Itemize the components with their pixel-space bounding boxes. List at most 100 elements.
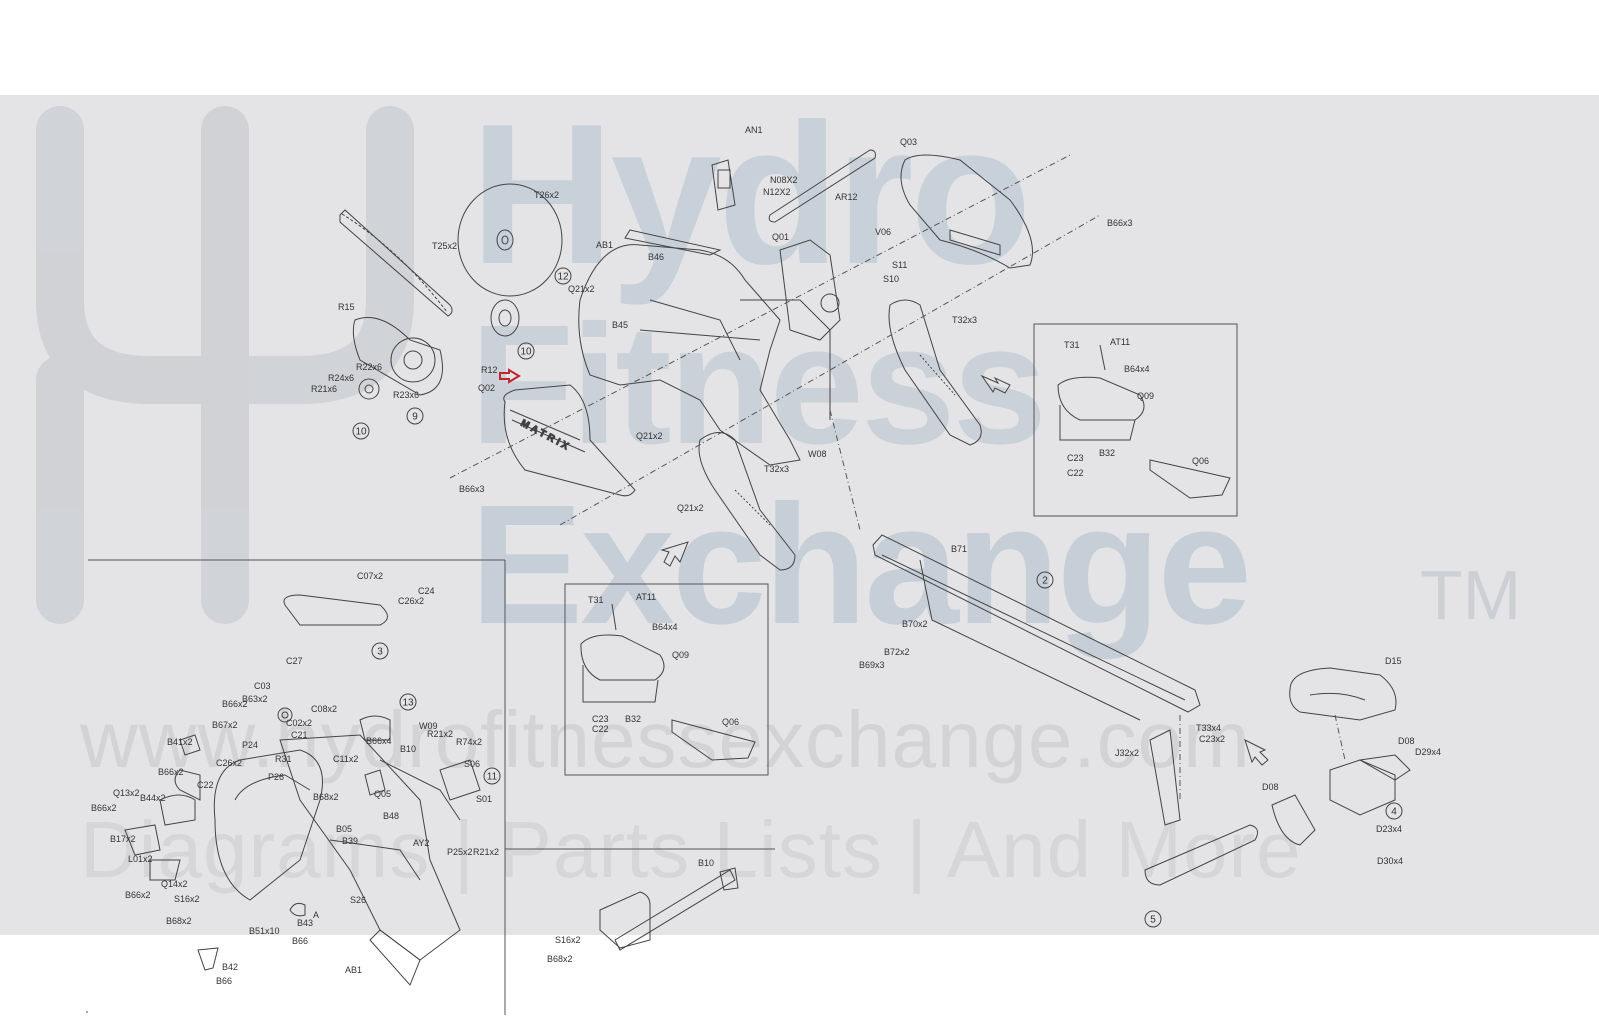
circled-callout-ring-8 [1385, 802, 1403, 820]
callout-frame-6: B66x2 [222, 699, 248, 709]
callout-top-assembly-12: Q21x2 [568, 284, 595, 294]
circled-callout-5: 3 [377, 647, 383, 658]
callout-frame-22: B66x2 [158, 767, 184, 777]
callout-top-assembly-20: R23x6 [393, 390, 419, 400]
side-cover-part [503, 384, 636, 497]
callout-frame-2: C26x2 [398, 596, 424, 606]
circled-callout-ring-0 [554, 267, 572, 285]
inset-right-footplate-part [1057, 344, 1231, 499]
callout-frame-35: B17x2 [110, 834, 136, 844]
callout-frame-40: B66x2 [125, 890, 151, 900]
tank-cover-part [900, 154, 1033, 269]
console-monitor-part [711, 159, 736, 211]
callout-frame-48: B42 [222, 962, 238, 972]
callout-inset-right-6: C22 [1067, 468, 1084, 478]
callout-lower-detail-0: B10 [698, 858, 714, 868]
callout-frame-25: Q05 [374, 789, 391, 799]
callout-top-assembly-7: Q01 [772, 232, 789, 242]
callout-frame-28: B66x2 [91, 803, 117, 813]
callout-frame-12: R31 [275, 754, 292, 764]
callout-frame-37: Q14x2 [161, 879, 188, 889]
watermark-trademark: TM [1420, 556, 1522, 634]
callout-frame-41: S16x2 [174, 894, 200, 904]
callout-frame-10: C21 [291, 730, 308, 740]
callout-frame-44: B51x10 [249, 926, 280, 936]
inset-box-center [564, 583, 769, 776]
callout-top-assembly-18: R24x6 [328, 373, 354, 383]
callout-frame-3: C27 [286, 656, 303, 666]
callout-frame-7: B67x2 [212, 720, 238, 730]
callout-inset-center-5: B32 [625, 714, 641, 724]
callout-frame-46: B66 [292, 936, 308, 946]
seat-carriage-part [1271, 754, 1411, 846]
circled-callout-7: 11 [487, 772, 498, 783]
callout-top-assembly-26: T32x3 [764, 464, 789, 474]
flywheel-disc-part [457, 183, 563, 297]
circled-callout-9: 5 [1150, 915, 1156, 926]
seat-part [1289, 667, 1397, 721]
callout-inset-right-5: B32 [1099, 448, 1115, 458]
watermark-logo-icon [36, 106, 414, 624]
callout-frame-13: P26 [268, 772, 284, 782]
callout-rail-12: D30x4 [1377, 856, 1403, 866]
callout-frame-5: B63x2 [242, 694, 268, 704]
callout-frame-20: S06 [464, 759, 480, 769]
callout-frame-18: R21x2 [427, 729, 453, 739]
circled-callout-3: 9 [412, 412, 418, 423]
callout-top-assembly-2: N12X2 [763, 187, 791, 197]
callout-frame-17: B10 [400, 744, 416, 754]
inset-center-footplate-part [580, 603, 756, 761]
callout-inset-center-1: AT11 [636, 592, 656, 602]
callout-frame-4: C03 [254, 681, 271, 691]
circled-callout-ring-5 [371, 642, 389, 660]
callout-top-assembly-5: B66x3 [1107, 218, 1133, 228]
callout-frame-42: B68x2 [166, 916, 192, 926]
callout-top-assembly-22: Q02 [478, 383, 495, 393]
callout-frame-15: C26x2 [216, 758, 242, 768]
callout-top-assembly-13: B45 [612, 320, 628, 330]
callout-frame-38: B39 [342, 836, 358, 846]
callout-top-assembly-9: S11 [892, 260, 907, 270]
callout-lower-detail-2: B68x2 [547, 954, 573, 964]
callout-frame-43: S26 [350, 895, 366, 905]
callout-top-assembly-14: T26x2 [534, 190, 559, 200]
callout-frame-30: S01 [476, 794, 492, 804]
callout-frame-16: B66x4 [366, 736, 392, 746]
callout-inset-right-3: Q09 [1137, 391, 1154, 401]
callout-frame-45: B43 [297, 918, 313, 928]
watermark-url: www.hydrofitnessexchange.com [80, 695, 1251, 784]
main-frame-part [578, 229, 841, 466]
callout-frame-50: AB1 [345, 965, 362, 975]
handle-bar-part [768, 149, 876, 223]
circled-callout-ring-9 [1144, 910, 1162, 928]
callout-top-assembly-19: R21x6 [311, 384, 337, 394]
callout-top-assembly-10: S10 [883, 274, 899, 284]
callout-top-assembly-0: AN1 [745, 125, 763, 135]
callout-frame-32: AY2 [413, 838, 429, 848]
callout-frame-23: C22 [197, 780, 214, 790]
lower-detail-bracket-part [599, 867, 739, 951]
callout-frame-49: B66 [216, 976, 232, 986]
inset-box-right [1033, 323, 1238, 517]
callout-top-assembly-25: T32x3 [952, 315, 977, 325]
lower-frame-assembly-part [124, 594, 481, 986]
circled-callout-ring-4 [1036, 571, 1054, 589]
callout-inset-center-0: T31 [588, 595, 604, 605]
chain-part [339, 209, 453, 317]
callout-inset-right-2: B64x4 [1124, 364, 1150, 374]
callout-top-assembly-23: Q21x2 [636, 431, 663, 441]
frame-section-border [86, 559, 775, 1015]
circled-callout-ring-1 [517, 342, 535, 360]
callout-top-assembly-15: T25x2 [432, 241, 457, 251]
watermark-brand-line3: Exchange [470, 470, 1252, 660]
callout-top-assembly-28: Q21x2 [677, 503, 704, 513]
callout-frame-39: B05 [336, 824, 352, 834]
matrix-brand-on-cover: MATRIX [519, 418, 573, 454]
callout-top-assembly-27: W08 [808, 449, 827, 459]
circled-callout-6: 13 [402, 698, 414, 709]
callout-rail-9: D29x4 [1415, 747, 1441, 757]
